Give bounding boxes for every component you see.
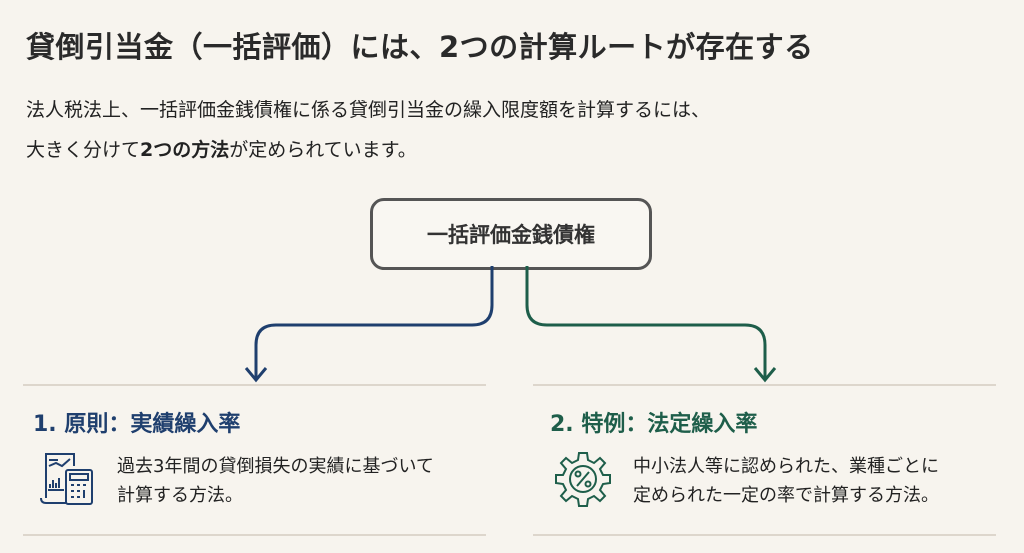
branch-heading-exception: 2. 特例：法定繰入率 bbox=[550, 412, 758, 437]
divider bbox=[23, 534, 486, 536]
page-title: 貸倒引当金（一括評価）には、2つの計算ルートが存在する bbox=[26, 30, 814, 64]
chart-calculator-icon bbox=[40, 453, 93, 505]
desc-line: 定められた一定の率で計算する方法。 bbox=[633, 485, 939, 506]
desc-line: 中小法人等に認められた、業種ごとに bbox=[633, 456, 939, 477]
intro-text: 法人税法上、一括評価金銭債権に係る貸倒引当金の繰入限度額を計算するには、 大きく… bbox=[26, 90, 710, 170]
branch-desc-principle: 過去3年間の貸倒損失の実績に基づいて 計算する方法。 bbox=[117, 452, 434, 510]
right-arrow bbox=[525, 266, 767, 380]
desc-line: 過去3年間の貸倒損失の実績に基づいて bbox=[117, 456, 434, 477]
left-arrowhead bbox=[244, 367, 268, 383]
gear-percent-icon bbox=[555, 452, 611, 507]
root-node: 一括評価金銭債権 bbox=[370, 198, 652, 270]
branch-heading-principle: 1. 原則：実績繰入率 bbox=[33, 412, 241, 437]
root-label: 一括評価金銭債権 bbox=[427, 223, 595, 247]
divider bbox=[533, 384, 996, 386]
left-arrow bbox=[254, 266, 494, 380]
desc-line: 計算する方法。 bbox=[117, 485, 243, 506]
intro-text-part: が定められています。 bbox=[229, 139, 417, 161]
divider bbox=[23, 384, 486, 386]
intro-bold: 2つの方法 bbox=[140, 139, 230, 161]
intro-line-1: 法人税法上、一括評価金銭債権に係る貸倒引当金の繰入限度額を計算するには、 bbox=[26, 99, 711, 121]
intro-text-part: 大きく分けて bbox=[26, 139, 141, 161]
divider bbox=[533, 534, 996, 536]
branch-desc-exception: 中小法人等に認められた、業種ごとに 定められた一定の率で計算する方法。 bbox=[633, 452, 939, 510]
intro-line-2: 大きく分けて2つの方法が定められています。 bbox=[26, 130, 710, 170]
right-arrowhead bbox=[753, 367, 777, 383]
